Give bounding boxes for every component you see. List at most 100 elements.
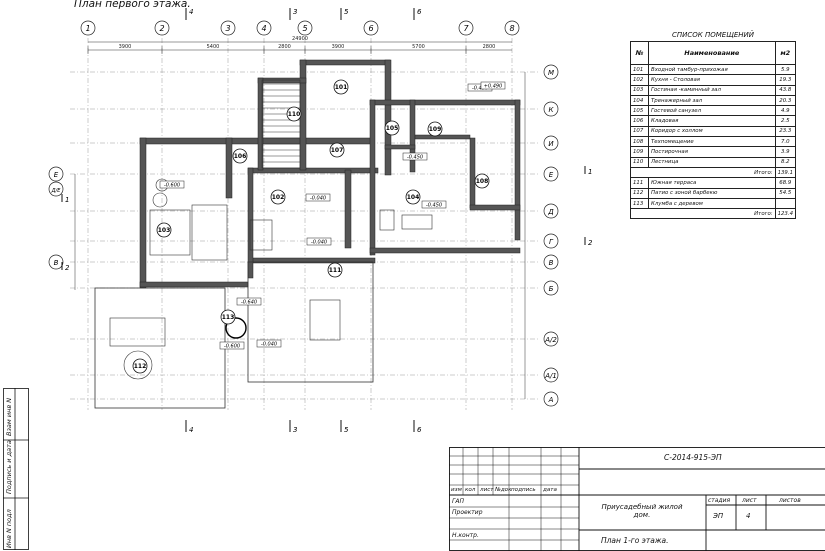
total-value: 123.4 <box>775 209 795 219</box>
room-number: 104 <box>407 194 420 201</box>
wall <box>345 170 351 248</box>
level-value: -0.450 <box>426 203 442 209</box>
change-header: дата <box>543 487 557 493</box>
wall <box>410 100 415 172</box>
room-area: 23.3 <box>775 126 795 136</box>
room-num: 101 <box>631 65 649 75</box>
level-value: -0.450 <box>407 155 423 161</box>
dimension-value: 2800 <box>483 44 496 50</box>
room-area: 2.5 <box>775 116 795 126</box>
room-num: 102 <box>631 75 649 85</box>
change-header: кол <box>465 487 475 493</box>
room-num: 112 <box>631 188 649 198</box>
room-area: 20.3 <box>775 95 795 105</box>
change-header: №док <box>495 487 512 493</box>
wall <box>515 100 520 240</box>
wall <box>300 60 390 65</box>
axis-label: 4 <box>261 24 266 33</box>
stair <box>262 80 300 168</box>
section-mark: 2 <box>588 239 593 247</box>
stamp-replace-inv: Взам инв N <box>5 398 13 436</box>
terrace-table <box>310 300 340 340</box>
room-number: 102 <box>272 194 285 201</box>
section-number: 4 <box>189 426 193 434</box>
drawing-title: План первого этажа. <box>74 0 191 10</box>
section-mark: 1 <box>588 168 592 176</box>
section-mark: 2 <box>65 264 70 272</box>
section-mark: 1 <box>65 196 69 204</box>
project-name: Приусадебный жилой дом. <box>597 503 687 519</box>
gym-machine <box>380 210 394 230</box>
level-value: -0.640 <box>241 300 257 306</box>
overall-dimension: 24900 <box>292 36 308 42</box>
wall <box>385 60 391 175</box>
axis-label: 3 <box>225 24 230 33</box>
wall <box>370 248 520 253</box>
role-normcontrol: Н.контр. <box>452 532 479 539</box>
room-area: 8.2 <box>775 157 795 167</box>
wall <box>140 138 146 288</box>
stamp-inv-orig: Инв N подл <box>5 509 13 548</box>
level-value: -0.040 <box>261 342 277 348</box>
total-label: Итого: <box>631 209 776 219</box>
room-num: 108 <box>631 137 649 147</box>
room-area: 68.9 <box>775 178 795 188</box>
axis-label: Д <box>547 208 554 216</box>
terrace-outline <box>248 262 373 382</box>
change-header: изм <box>451 487 462 493</box>
section-number: 6 <box>417 426 422 434</box>
total-label: Итого: <box>631 167 776 177</box>
stage-header: стадия <box>708 497 730 504</box>
room-num: 110 <box>631 157 649 167</box>
dimension-value: 3900 <box>119 44 132 50</box>
axis-label: А/1 <box>544 372 557 380</box>
room-name: Патио с зоной барбекю <box>649 188 776 198</box>
axis-label: 5 <box>302 24 307 33</box>
wall <box>370 100 520 105</box>
wall <box>258 78 306 83</box>
wall <box>370 100 375 255</box>
room-area: 19.3 <box>775 75 795 85</box>
room-area: 4.9 <box>775 106 795 116</box>
room-area: 43.8 <box>775 85 795 95</box>
axis-label: 2 <box>159 24 164 33</box>
room-name: Постирочная <box>649 147 776 157</box>
room-name: Гостиная -каминный зал <box>649 85 776 95</box>
section-number: 6 <box>417 8 422 16</box>
room-name: Кухня - Столовая <box>649 75 776 85</box>
level-value: -0.600 <box>224 344 240 350</box>
stamp-signature-date: Подпись и дата <box>5 440 13 494</box>
side-stamp: Взам инв N Подпись и дата Инв N подл <box>3 388 29 550</box>
total-value: 139.1 <box>775 167 795 177</box>
room-area: 7.0 <box>775 137 795 147</box>
section-number: 5 <box>344 8 349 16</box>
room-num: 109 <box>631 147 649 157</box>
level-value: -0.600 <box>164 183 180 189</box>
axis-label: И <box>548 140 554 148</box>
axis-label: В <box>549 259 554 267</box>
total-row: Итого: 139.1 <box>631 167 796 177</box>
room-name: Кладовая <box>649 116 776 126</box>
gym-bench <box>402 215 432 229</box>
section-number: 3 <box>293 8 297 16</box>
room-num: 111 <box>631 178 649 188</box>
room-number: 110 <box>288 111 301 118</box>
room-number: 103 <box>158 227 171 234</box>
axis-label: Д/Е <box>51 188 62 194</box>
wall <box>470 205 520 210</box>
room-number: 108 <box>476 178 489 185</box>
axis-label: 1 <box>85 24 90 33</box>
axis-label: М <box>548 69 554 77</box>
wall <box>415 135 470 139</box>
dimension-value: 2800 <box>278 44 291 50</box>
total-row: Итого: 123.4 <box>631 209 796 219</box>
axis-label: В <box>54 259 59 267</box>
room-number: 113 <box>222 314 235 321</box>
